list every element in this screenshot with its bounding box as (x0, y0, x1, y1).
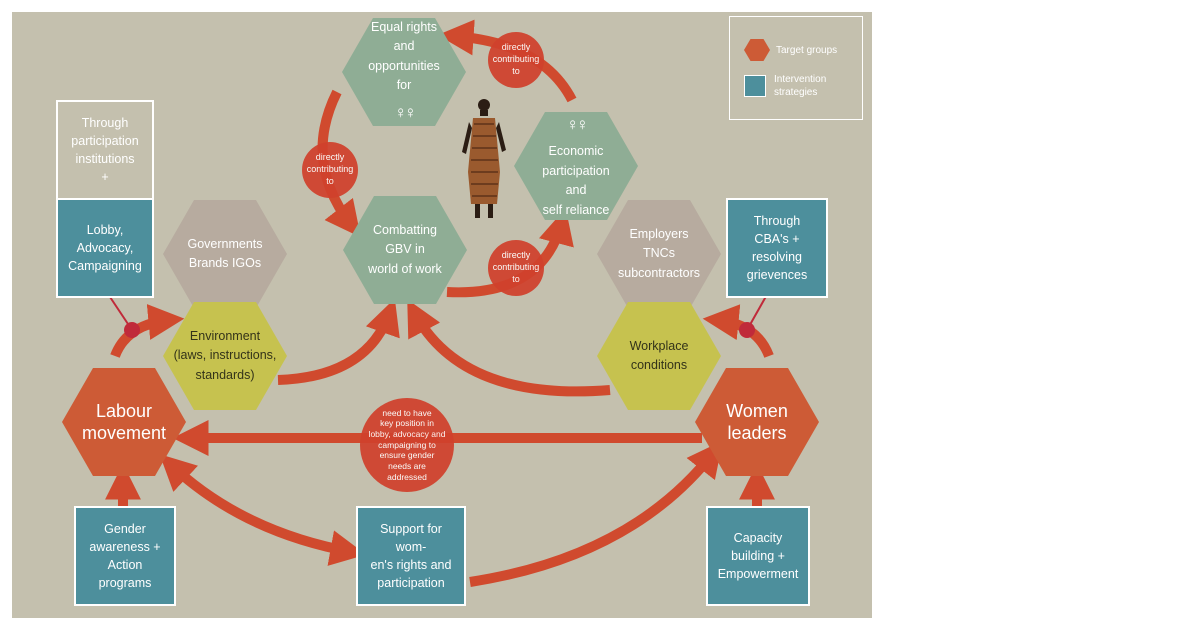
arrow-labour-support (159, 454, 367, 566)
legend-label-target-groups: Target groups (776, 44, 838, 56)
box-support-womens-rights: Support for wom- en's rights and partici… (356, 506, 466, 606)
arrows-layer (97, 19, 778, 587)
box-gender-awareness: Gender awareness + Action programs (74, 506, 176, 606)
diagram-canvas: Equal rights and opportunities for ♀♀ ♀♀… (12, 12, 872, 618)
hex-workplace-line2: conditions (630, 358, 688, 372)
box-lobby-line2: Advocacy, (76, 240, 134, 255)
box-participation-institutions: Through participation institutions + (56, 100, 154, 200)
circle-text-line1: directly (501, 250, 531, 261)
box-gender-line4: programs (98, 576, 152, 591)
box-cba-line1: Through (753, 213, 801, 228)
hex-gbv-line1: Combatting (373, 222, 437, 237)
circle-text-line1: directly (315, 152, 345, 163)
circle-key-line6: needs are (388, 460, 426, 471)
box-cba-grievences: Through CBA's + resolving grievences (726, 198, 828, 298)
box-gender-line3: Action (107, 558, 143, 572)
hex-workplace-conditions: Workplace conditions (597, 302, 721, 410)
circle-key-line7: addressed (387, 471, 427, 482)
circle-key-line3: lobby, advocacy and (368, 429, 446, 440)
circle-directly-contributing-top: directly contributing to (488, 32, 544, 88)
box-lobby-line3: Campaigning (68, 259, 142, 274)
hex-equal-rights-line2: and opportunities (368, 39, 440, 73)
circle-text-line3: to (512, 273, 520, 284)
legend-item-intervention: Intervention strategies (744, 73, 826, 99)
box-participation-line1: Through (81, 115, 129, 130)
hex-equal-rights-line1: Equal rights (370, 20, 437, 35)
legend-item-target-groups: Target groups (744, 39, 837, 61)
box-support-line1: Support for wom- (380, 521, 442, 554)
hex-equal-rights-line3: for (396, 78, 412, 93)
legend-label-intervention-line1: Intervention (774, 74, 827, 85)
box-cba-line4: grievences (746, 268, 808, 283)
hex-employers-line2: TNCs (643, 246, 675, 261)
box-participation-line3: institutions (75, 152, 135, 166)
hex-economic-line2: participation and (542, 163, 610, 198)
box-lobby-advocacy: Lobby, Advocacy, Campaigning (56, 198, 154, 298)
circle-key-line2: key position in (380, 418, 434, 429)
box-capacity-line1: Capacity (733, 530, 783, 545)
box-gender-line2: awareness + (89, 539, 161, 554)
arrow-labour-to-environment (110, 304, 185, 358)
venus-pair-icon: ♀♀ (566, 115, 589, 135)
circle-key-line1: need to have (382, 407, 432, 418)
hex-women-line1: Women (726, 400, 788, 421)
circle-key-line5: ensure gender (379, 450, 435, 461)
hex-employers-line3: subcontractors (618, 265, 700, 280)
venus-pair-icon: ♀♀ (394, 102, 417, 122)
woman-figure-icon (462, 99, 506, 218)
circle-text-line2: contributing (492, 262, 540, 273)
arrow-workplace-to-gbv (407, 299, 611, 397)
arrow-environment-to-gbv (277, 298, 400, 385)
circle-key-position: need to have key position in lobby, advo… (360, 398, 454, 492)
hex-labour-line2: movement (81, 423, 167, 443)
hex-economic-participation: ♀♀ Economic participation and self relia… (514, 112, 638, 220)
box-participation-line2: participation (71, 133, 139, 148)
circle-text-line1: directly (501, 42, 531, 53)
hex-employers-line1: Employers (629, 226, 689, 241)
box-support-line3: participation (377, 576, 445, 591)
circle-text-line3: to (326, 175, 334, 186)
box-capacity-line3: Empowerment (717, 567, 799, 582)
hexagon-swatch-icon (744, 39, 770, 61)
box-participation-line4: + (101, 170, 109, 185)
hex-employers: Employers TNCs subcontractors (597, 200, 721, 308)
hex-environment-line3: standards) (195, 367, 255, 382)
hex-labour-line1: Labour (95, 400, 153, 421)
hex-gbv-line2: GBV in (385, 242, 425, 257)
hex-gbv-line3: world of work (368, 261, 442, 276)
hex-environment-line1: Environment (189, 328, 261, 343)
legend: Target groups Intervention strategies (729, 16, 863, 120)
circle-text-line2: contributing (492, 54, 540, 65)
hex-women-line2: leaders (727, 423, 787, 443)
hex-economic-line1: Economic (548, 144, 604, 159)
circle-directly-contributing-bottom: directly contributing to (488, 240, 544, 296)
circle-text-line2: contributing (306, 164, 354, 175)
legend-label-intervention-line2: strategies (774, 87, 818, 98)
box-gender-line1: Gender (104, 521, 146, 536)
hex-workplace-line1: Workplace (629, 338, 689, 353)
circle-key-line4: campaigning to (378, 439, 436, 450)
arrow-women-support (469, 440, 723, 587)
box-cba-line2: CBA's + (754, 231, 800, 246)
hex-governments-line2: Brands IGOs (188, 256, 262, 270)
box-capacity-building: Capacity building + Empowerment (706, 506, 810, 606)
box-support-line2: en's rights and (370, 558, 452, 572)
hex-women-leaders: Women leaders (695, 368, 819, 476)
hex-environment-line2: (laws, instructions, (173, 348, 277, 363)
circle-directly-contributing-left: directly contributing to (302, 142, 358, 198)
box-capacity-line2: building + (731, 548, 785, 563)
hex-economic-line3: self reliance (542, 202, 610, 217)
square-swatch-icon (744, 75, 766, 97)
box-cba-line3: resolving (751, 250, 802, 264)
box-lobby-line1: Lobby, (86, 222, 124, 237)
circle-text-line3: to (512, 65, 520, 76)
hex-governments-line1: Governments (187, 236, 263, 251)
